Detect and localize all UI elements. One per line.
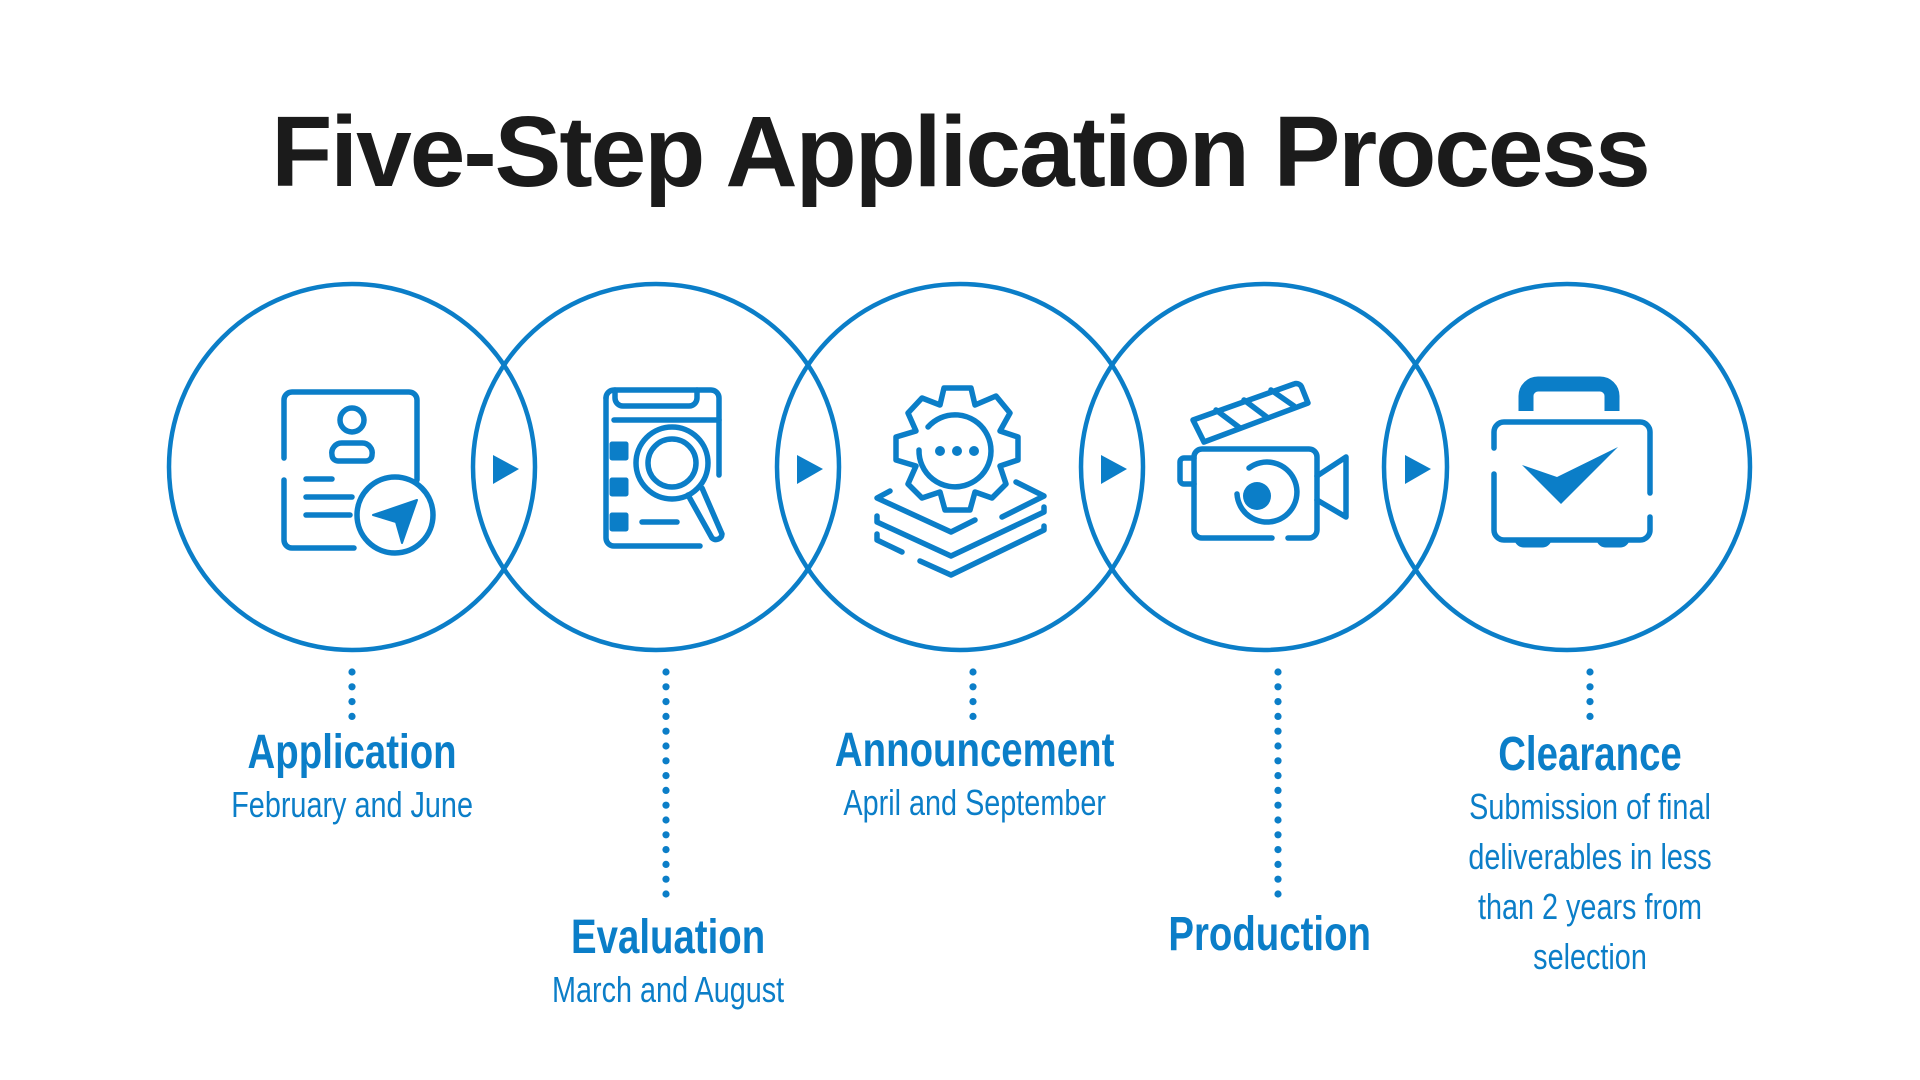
connector-dot [662,786,670,795]
step-application: Application February and June [152,726,552,830]
connector-dot [1274,816,1282,824]
step-circle-2 [470,281,842,653]
arrow-right-icon [1405,455,1431,484]
step-subtitle: April and September [843,782,1107,823]
connector-dot [348,712,356,721]
application-form-send-icon [281,389,436,556]
arrow-right-icon [797,455,823,484]
connector-dot [969,712,977,721]
connector-dot [1586,712,1594,721]
connector-dot [662,846,670,854]
connector-dot [1274,742,1282,750]
connector-dot [662,890,670,898]
connector-dot [662,727,670,735]
step-title: Production [1168,908,1372,961]
connector-dot [1274,860,1282,869]
connector-dot [662,875,670,883]
connector-dot [662,860,670,869]
step-subtitle: February and June [231,784,473,825]
arrow-right-icon [1101,455,1127,484]
step-circle-5 [1381,281,1753,653]
connector-dot [969,668,977,676]
connector-dot [662,816,670,824]
connector-dot [348,698,356,706]
connector-dot [1586,668,1594,676]
connector-dot [969,683,977,691]
connector-dot [662,757,670,765]
step-title: Evaluation [570,911,766,964]
step-title: Application [247,726,457,779]
step-title: Clearance [1498,728,1682,781]
connector-dot [662,801,670,809]
connector-dot [1586,698,1594,706]
connector-dot [1274,668,1282,676]
page-title: Five-Step Application Process [271,96,1651,208]
step-subtitle: Submission of final deliverables in less… [1468,786,1712,977]
production-film-camera-icon [1177,380,1349,541]
announcement-gear-stack-icon [874,385,1047,578]
connector-dot [662,668,670,676]
connector-dot [1274,875,1282,883]
connector-dot [1274,727,1282,735]
connector-dot [1274,772,1282,780]
connector-dot [348,668,356,676]
step-circle-1 [166,281,538,653]
step-circle-3 [774,281,1146,653]
step-circle-4 [1078,281,1450,653]
clearance-briefcase-check-icon [1491,376,1653,548]
connector-dot [1274,757,1282,765]
step-evaluation: Evaluation March and August [468,911,868,1015]
connector-dot [1274,683,1282,691]
connector-dot [662,772,670,780]
step-announcement: Announcement April and September [775,724,1175,828]
connector-dot [1274,786,1282,795]
step-title: Announcement [835,724,1115,777]
connector-dot [1586,683,1594,691]
connector-dot [969,698,977,706]
step-production: Production [1070,908,1470,962]
connector-dot [1274,801,1282,809]
evaluation-checklist-search-icon [603,387,725,549]
connector-dot [662,712,670,721]
connector-dot [1274,846,1282,854]
connector-dot [662,683,670,691]
connector-dot [1274,698,1282,706]
connector-dot [662,698,670,706]
step-subtitle: March and August [551,969,785,1010]
connector-dot [1274,831,1282,839]
step-clearance: Clearance Submission of final deliverabl… [1390,728,1790,982]
connector-dot [348,683,356,691]
connector-dot [1274,712,1282,721]
connector-dot [662,742,670,750]
connector-dot [662,831,670,839]
arrow-right-icon [493,455,519,484]
connector-dot [1274,890,1282,898]
